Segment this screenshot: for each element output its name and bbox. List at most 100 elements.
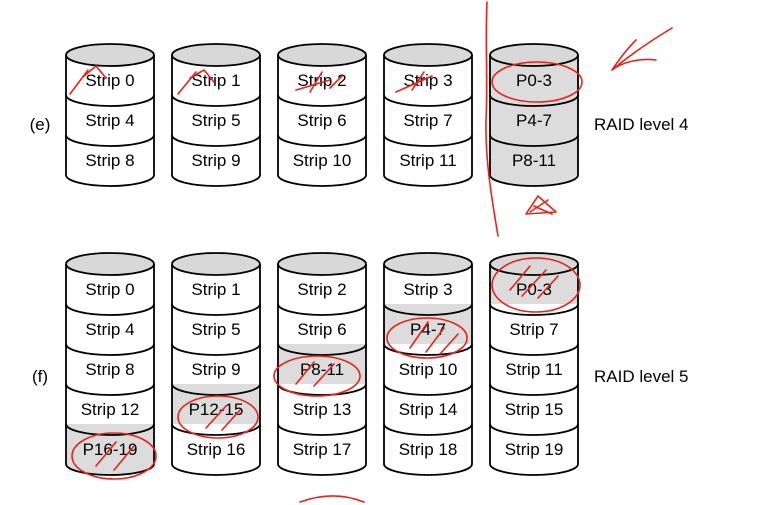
disk-bottom-fill	[66, 175, 154, 186]
raid-level-4-label: RAID level 4	[594, 115, 688, 134]
strip-label: Strip 0	[85, 280, 134, 299]
cell-separator	[171, 423, 261, 436]
disk-top-cap	[277, 43, 367, 67]
disk-top-cap	[171, 43, 261, 67]
disk-top-cap	[65, 252, 155, 276]
strip-label: Strip 5	[191, 320, 240, 339]
cell-separator	[383, 303, 473, 316]
annotation-strike-strip1	[177, 69, 215, 95]
strip-label: Strip 1	[191, 280, 240, 299]
annotation-hatch-p4-7	[409, 321, 459, 355]
row-letter-e: (e)	[30, 115, 51, 134]
disk-top-cap	[489, 43, 579, 67]
strip-label: Strip 8	[85, 360, 134, 379]
strip-label: Strip 14	[399, 400, 458, 419]
cell-separator	[277, 94, 367, 107]
cell-separator	[489, 134, 579, 147]
annotation-circle-p4-7	[386, 317, 468, 359]
cell-separator	[383, 134, 473, 147]
strip-label: Strip 6	[297, 320, 346, 339]
cell-separator	[65, 303, 155, 316]
disk-bottom-fill	[172, 175, 260, 186]
cell-separator	[65, 343, 155, 356]
cell-separator	[277, 423, 367, 436]
cell-separator	[277, 134, 367, 147]
strip-label: Strip 3	[403, 71, 452, 90]
strip-label: Strip 4	[85, 111, 134, 130]
disk-bottom-edge	[489, 463, 579, 476]
annotation-circle-p0-3-level5	[491, 257, 581, 313]
strip-label: Strip 9	[191, 151, 240, 170]
cell-separator	[489, 383, 579, 396]
strip-label: Strip 16	[187, 440, 246, 459]
disk-bottom-fill	[278, 464, 366, 475]
cell-separator	[489, 343, 579, 356]
disk-bottom-edge	[383, 463, 473, 476]
disk-top-cap	[171, 252, 261, 276]
disk-bottom-fill	[66, 464, 154, 475]
disk-top-cap	[383, 252, 473, 276]
annotation-strike-strip0	[69, 65, 107, 95]
disk-bottom-edge	[65, 174, 155, 187]
disk-top-cap	[277, 252, 367, 276]
annotation-hatch-p8-11	[295, 361, 335, 387]
disk-body	[278, 55, 366, 175]
annotation-circle-p12-15	[177, 395, 259, 439]
parity-cell-bg	[66, 424, 154, 464]
cell-separator	[277, 303, 367, 316]
disk-body	[384, 264, 472, 464]
strip-label: Strip 12	[81, 400, 140, 419]
strip-label: Strip 4	[85, 320, 134, 339]
row-letter-f: (f)	[32, 367, 48, 386]
annotation-circle-p8-11	[273, 355, 361, 397]
cell-separator	[383, 423, 473, 436]
disk-body	[384, 55, 472, 175]
disk-bottom-fill	[384, 464, 472, 475]
annotation-circle-p16-19	[71, 432, 157, 480]
annotation-divider-line	[485, 1, 499, 237]
strip-label: Strip 15	[505, 400, 564, 419]
annotation-hatch-p12-15	[205, 405, 241, 431]
strip-label: Strip 17	[293, 440, 352, 459]
strip-label: Strip 7	[509, 320, 558, 339]
disk-1: Strip 0 Strip 4 Strip 8	[65, 43, 155, 187]
strip-label: Strip 19	[505, 440, 564, 459]
disk-bottom-fill	[172, 464, 260, 475]
parity-strip-label: P12-15	[189, 400, 244, 419]
disk-top-cap	[383, 43, 473, 67]
raid-level-5-label: RAID level 5	[594, 367, 688, 386]
cell-separator	[383, 383, 473, 396]
strip-label: Strip 2	[297, 280, 346, 299]
parity-strip-label: P0-3	[516, 280, 552, 299]
annotation-strike-strip2	[295, 71, 343, 93]
cell-separator	[65, 383, 155, 396]
strip-label: Strip 8	[85, 151, 134, 170]
strip-label: Strip 3	[403, 280, 452, 299]
parity-cell-bg	[490, 135, 578, 175]
strip-label: Strip 5	[191, 111, 240, 130]
disk-bottom-fill	[490, 175, 578, 186]
parity-strip-label: P4-7	[516, 111, 552, 130]
disk-body	[172, 55, 260, 175]
annotation-scribble	[525, 195, 557, 215]
cell-separator	[171, 383, 261, 396]
cell-separator	[489, 423, 579, 436]
cell-separator	[171, 343, 261, 356]
strip-label: Strip 13	[293, 400, 352, 419]
disk-bottom-edge	[277, 463, 367, 476]
strip-label: Strip 9	[191, 360, 240, 379]
strip-label: Strip 11	[505, 360, 562, 379]
annotation-arrow	[611, 27, 673, 71]
strip-label: Strip 0	[85, 71, 134, 90]
disk-bottom-edge	[171, 174, 261, 187]
parity-strip-label: P0-3	[516, 71, 552, 90]
